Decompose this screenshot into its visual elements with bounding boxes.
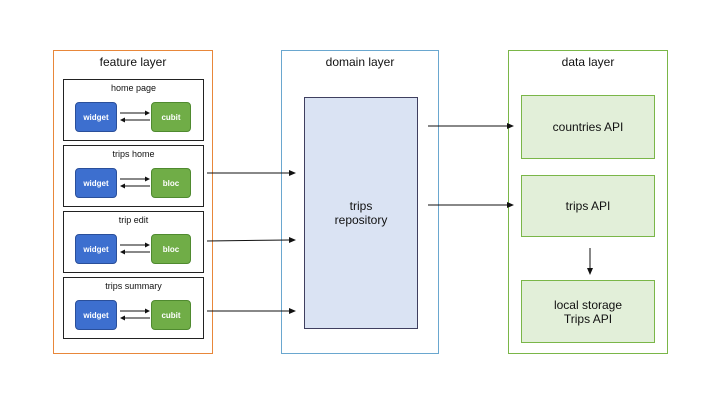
api-label-line2: Trips API (563, 311, 613, 326)
trips-api-node: trips API (521, 175, 655, 237)
repository-label-line2: repository (334, 213, 388, 227)
domain-layer-title: domain layer (325, 55, 395, 69)
countries-api-node: countries API (521, 95, 655, 159)
widget-node: widget (75, 234, 117, 264)
feature-trips-home: trips home widget bloc (63, 145, 204, 207)
feature-layer: feature layer home page widget cubit tri… (53, 50, 213, 354)
cubit-node: cubit (151, 300, 191, 330)
bloc-node: bloc (151, 168, 191, 198)
widget-node: widget (75, 102, 117, 132)
widget-logic-arrows (120, 176, 150, 189)
feature-title: home page (110, 83, 157, 93)
api-label-line1: countries API (552, 120, 624, 134)
domain-layer: domain layer trips repository (281, 50, 439, 354)
api-label-line1: trips API (565, 199, 611, 213)
data-layer-title: data layer (561, 55, 615, 69)
trips-repository-node: trips repository (304, 97, 418, 329)
repository-label-line1: trips (349, 199, 373, 213)
local-storage-trips-api-node: local storage Trips API (521, 280, 655, 343)
bloc-node: bloc (151, 234, 191, 264)
widget-logic-arrows (120, 242, 150, 255)
feature-trip-edit: trip edit widget bloc (63, 211, 204, 273)
feature-title: trip edit (118, 215, 149, 225)
cubit-node: cubit (151, 102, 191, 132)
feature-title: trips summary (105, 281, 162, 291)
arrow-repository-to-countries-api (428, 123, 514, 129)
api-label-line1: local storage (553, 297, 623, 312)
feature-trips-summary: trips summary widget cubit (63, 277, 204, 339)
feature-home-page: home page widget cubit (63, 79, 204, 141)
widget-node: widget (75, 168, 117, 198)
widget-node: widget (75, 300, 117, 330)
feature-title: trips home (112, 149, 155, 159)
widget-logic-arrows (120, 308, 150, 321)
feature-layer-title: feature layer (99, 55, 167, 69)
arrow-repository-to-trips-api (428, 202, 514, 208)
data-layer: data layer countries API trips API local… (508, 50, 668, 354)
widget-logic-arrows (120, 110, 150, 123)
